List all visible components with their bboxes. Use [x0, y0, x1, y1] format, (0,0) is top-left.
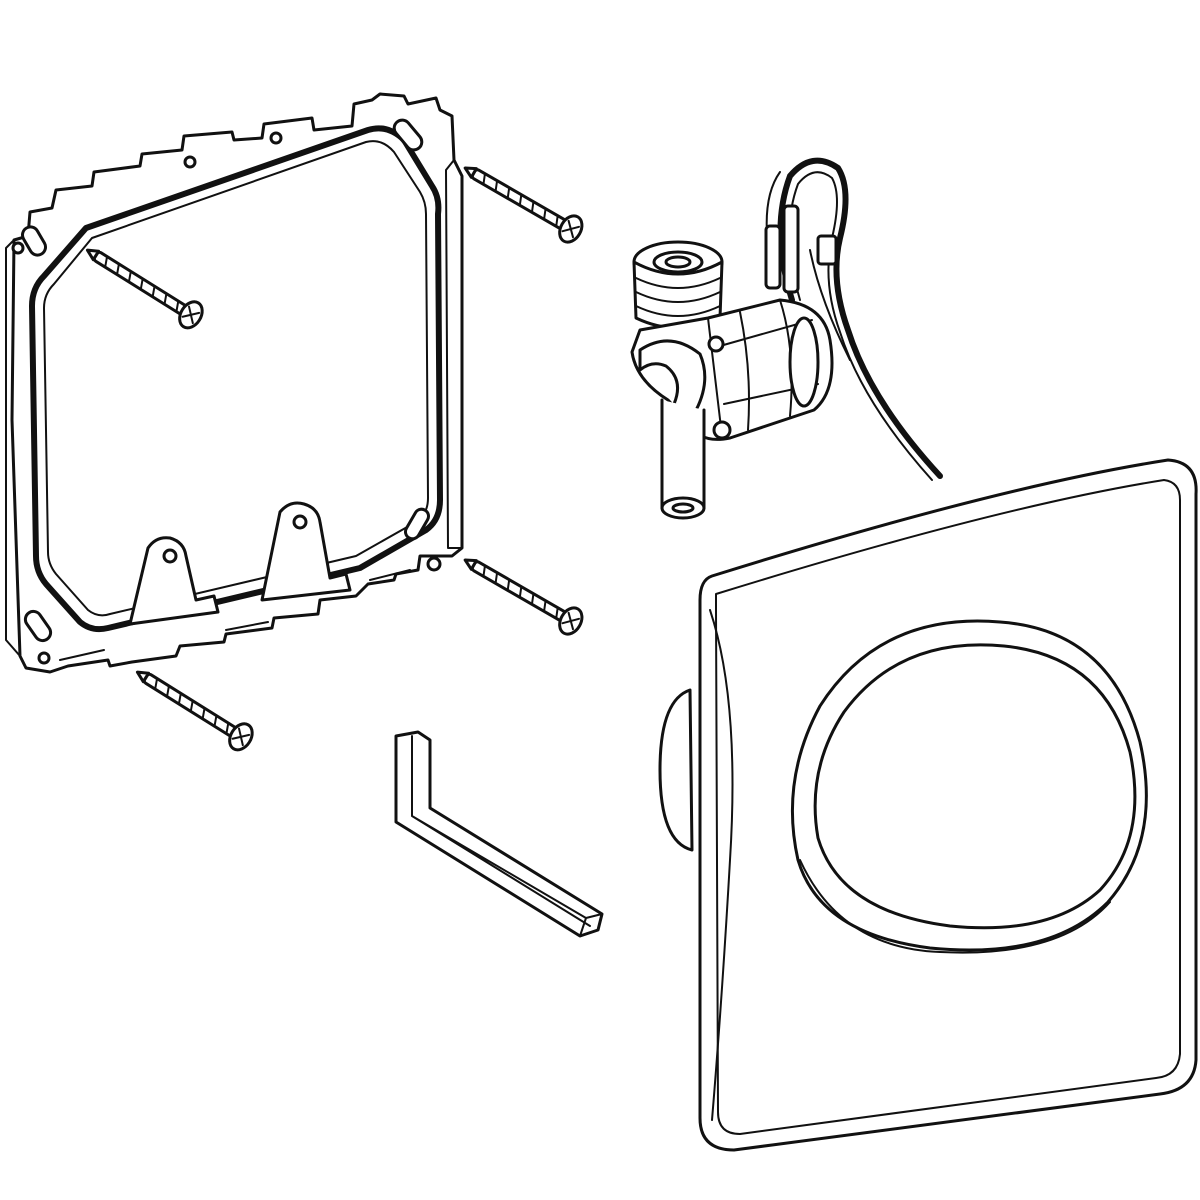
- plate-side-curve: [709, 609, 734, 1121]
- valve-cable-outer: [777, 157, 943, 479]
- valve-inlet-core: [664, 255, 692, 269]
- frame-slot-top-left: [21, 225, 47, 257]
- valve-cable-inner: [788, 171, 933, 481]
- frame-slot-top-right: [392, 118, 424, 152]
- frame-opening-gasket: [29, 125, 443, 633]
- valve-outlet-bore: [671, 502, 695, 514]
- screw-4-cross: [231, 727, 251, 747]
- screw-4: [135, 670, 254, 752]
- flush-valve: [630, 157, 943, 520]
- mounting-frame: [5, 92, 464, 674]
- hex-key-body: [394, 730, 604, 938]
- frame-hole-1: [11, 241, 25, 255]
- valve-bolt-2: [707, 335, 725, 353]
- hex-key: [394, 730, 604, 938]
- screw-3-tip: [463, 558, 478, 571]
- valve-bolt-1: [712, 420, 732, 440]
- frame-outer-plate: [10, 92, 464, 674]
- frame-hole-4: [426, 556, 442, 572]
- plate-button-face: [813, 643, 1137, 930]
- frame-hole-2: [183, 155, 197, 169]
- screw-3: [463, 558, 584, 636]
- frame-left-flange: [5, 239, 21, 657]
- frame-hole-5: [37, 651, 51, 665]
- valve-terminal-1: [764, 224, 782, 290]
- frame-lower-ribs: [59, 569, 411, 661]
- screw-3-cross: [561, 611, 580, 631]
- frame-tab-hole-right: [292, 514, 308, 530]
- frame-slot-bottom-right: [404, 507, 430, 541]
- frame-right-flange: [445, 159, 463, 549]
- screw-2-thread: [104, 255, 180, 313]
- valve-cable-clip: [816, 234, 838, 266]
- frame-bottom-tab-right: [260, 501, 352, 602]
- hex-key-facets: [411, 731, 603, 937]
- screw-1-thread: [482, 172, 559, 228]
- screw-1-cross: [561, 219, 580, 239]
- screw-2-tip: [85, 248, 101, 262]
- frame-slot-bottom-left: [23, 609, 53, 643]
- plate-button-crescent: [799, 859, 1111, 954]
- plate-bevel: [715, 479, 1181, 1135]
- screw-3-thread: [482, 564, 559, 620]
- valve-terminal-2: [782, 204, 800, 294]
- frame-bottom-tab-left: [128, 536, 220, 626]
- frame-tab-hole-left: [162, 548, 178, 564]
- screw-2-cross: [181, 305, 201, 325]
- actuator-plate: [658, 458, 1198, 1152]
- screw-1-tip: [463, 166, 478, 179]
- screw-1: [463, 166, 584, 244]
- valve-end-cap: [788, 316, 820, 408]
- frame-hole-3: [269, 131, 283, 145]
- plate-rear-knob: [658, 688, 694, 852]
- valve-thread-rings: [635, 277, 721, 317]
- screw-4-thread: [154, 677, 230, 735]
- frame-opening-inner: [43, 140, 429, 617]
- screw-2: [85, 248, 204, 330]
- screw-4-tip: [135, 670, 151, 684]
